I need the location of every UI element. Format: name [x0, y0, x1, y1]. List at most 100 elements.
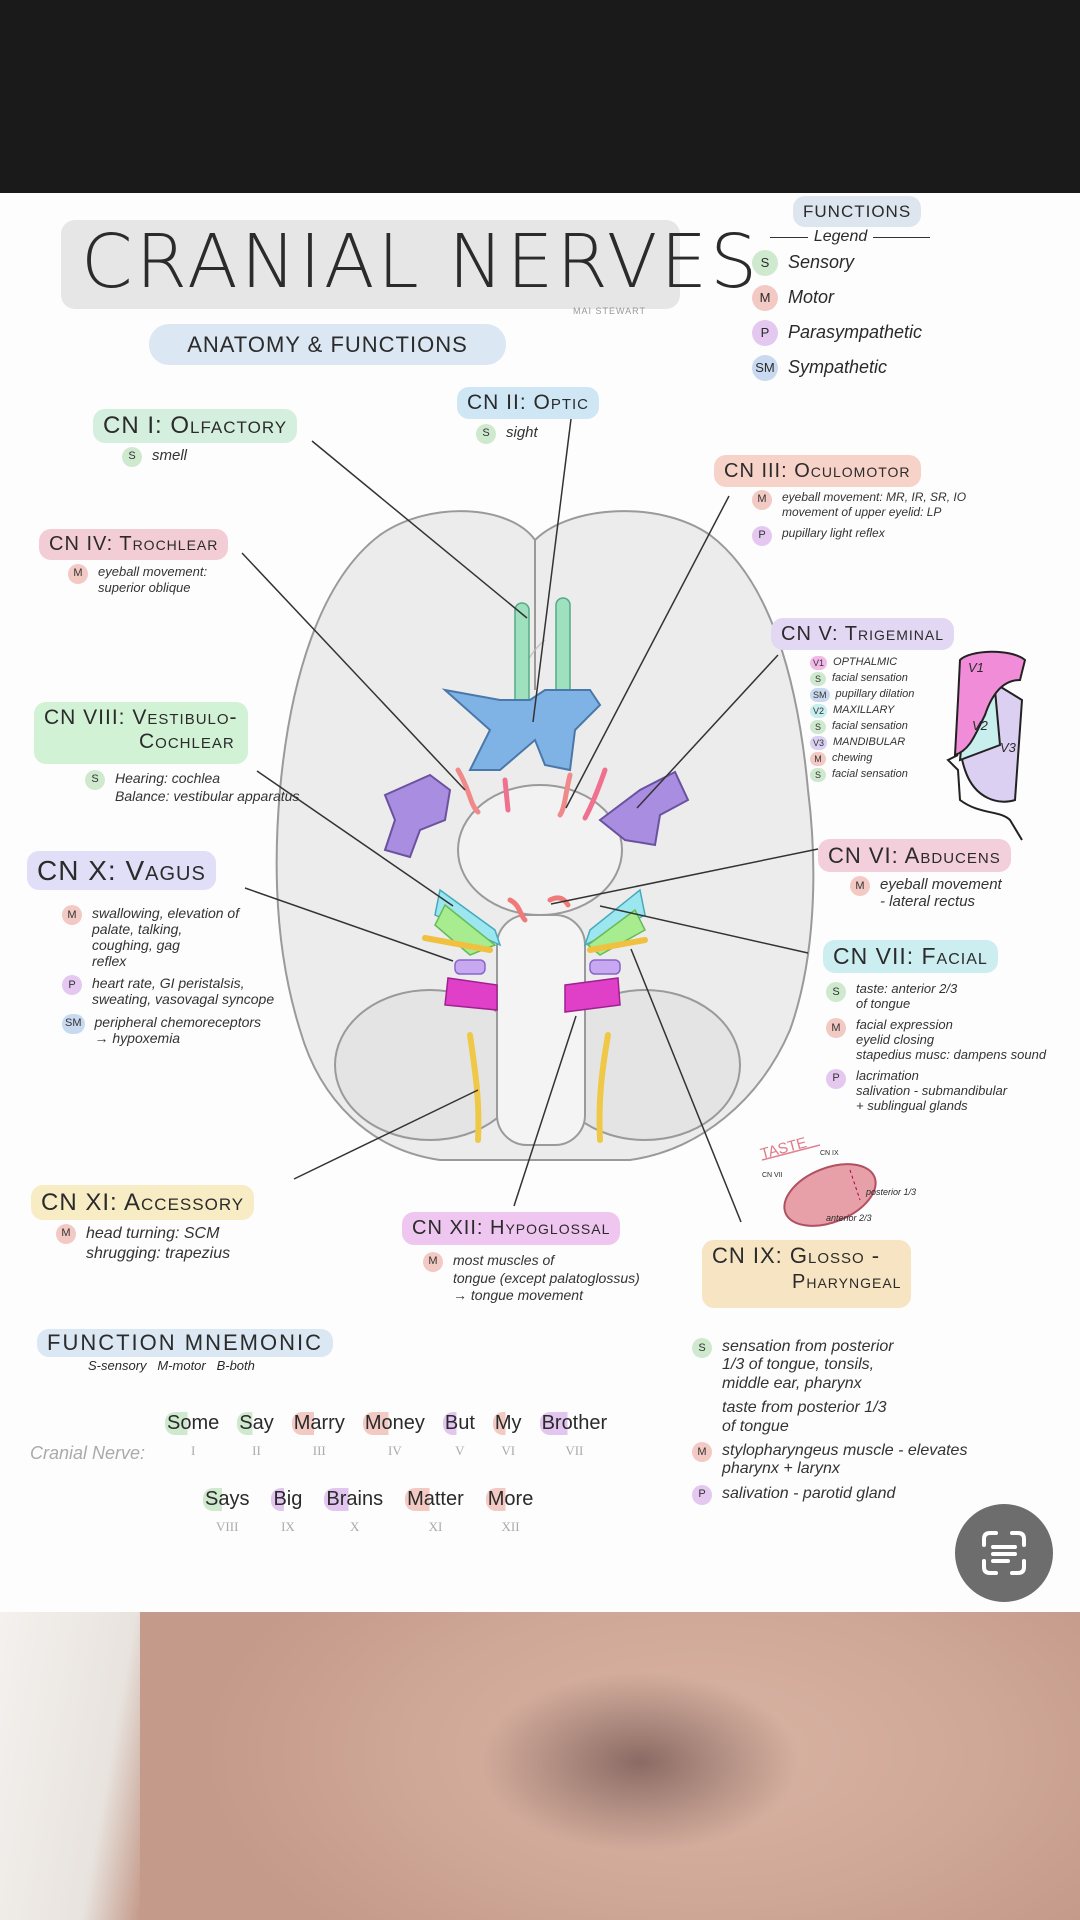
cranial-nerve-numeral: III: [312, 1443, 326, 1458]
note-line: palate, talking,: [92, 921, 183, 938]
function-badge: P: [692, 1484, 712, 1505]
note-line: heart rate, GI peristalsis,: [92, 975, 245, 992]
note-line: sensation from posterior: [722, 1338, 894, 1355]
cn10-heading: CN X: Vagus: [27, 851, 216, 890]
note-line: smell: [152, 447, 188, 464]
function-badge: S: [476, 424, 496, 444]
function-badge: V3: [810, 736, 828, 750]
note-line: eyelid closing: [856, 1031, 935, 1047]
cranial-nerve-numeral: VII: [565, 1443, 584, 1458]
note-line: eyeball movement: MR, IR, SR, IO: [782, 490, 967, 504]
function-badge: S: [810, 768, 826, 782]
cranial-nerve-numeral: IX: [281, 1519, 295, 1534]
note-line: middle ear, pharynx: [722, 1374, 862, 1392]
function-badge: SM: [810, 688, 830, 702]
note-line: pharynx + larynx: [722, 1460, 840, 1478]
legend-label-text: Motor: [788, 287, 835, 307]
note-line: salivation - submandibular: [856, 1082, 1008, 1098]
mnemonic-word: Marry: [291, 1412, 347, 1435]
note-line: stylopharyngeus muscle - elevates: [722, 1441, 968, 1459]
note-text: eyeball movement- lateral rectus: [880, 876, 1002, 911]
note-line: eyeball movement: [880, 876, 1002, 893]
function-badge: M: [56, 1224, 76, 1244]
note-line: facial sensation: [832, 720, 908, 733]
note-line: chewing: [832, 752, 873, 765]
cn5-heading: CN V: Trigeminal: [771, 618, 955, 650]
note-line: pupillary light reflex: [782, 526, 885, 540]
note-line: reflex: [92, 953, 127, 970]
function-badge: M: [810, 752, 826, 766]
note-line: MANDIBULAR: [833, 736, 906, 749]
face-label-v2: V2: [972, 718, 988, 733]
cn4-heading: CN IV: Trochlear: [39, 529, 229, 560]
note-line: most muscles of: [453, 1252, 555, 1268]
function-badge: S: [85, 770, 105, 790]
note-text: salivation - parotid gland: [722, 1485, 895, 1503]
cn11-heading: CN XI: Accessory: [31, 1185, 255, 1220]
taste-cn7-label: CN VII: [762, 1172, 783, 1179]
function-badge: M: [826, 1017, 846, 1038]
note-line: of tongue: [722, 1417, 789, 1435]
lens-button[interactable]: [955, 1504, 1053, 1602]
function-badge: SM: [752, 354, 778, 381]
function-badge: S: [810, 720, 826, 734]
note-line: sweating, vasovagal syncope: [92, 991, 275, 1008]
cranial-nerve-numeral: XI: [428, 1519, 443, 1534]
note-line: + sublingual glands: [856, 1097, 968, 1113]
note-line: head turning: SCM: [86, 1225, 220, 1242]
note-text: facial sensation: [832, 768, 908, 781]
note-line: → hypoxemia: [94, 1029, 181, 1046]
note-line: shrugging: trapezius: [86, 1245, 231, 1262]
cranial-nerve-numeral: VI: [501, 1443, 516, 1458]
google-lens-text-icon: [982, 1531, 1026, 1575]
note-text: eyeball movement:superior oblique: [98, 564, 207, 597]
note-text: peripheral chemoreceptors→ hypoxemia: [95, 1014, 262, 1046]
function-badge: M: [62, 905, 82, 925]
note-item: V3 MANDIBULAR: [810, 736, 914, 750]
taste-posterior-label: posterior 1/3: [866, 1187, 917, 1197]
photo-cloth-area: [0, 1612, 140, 1920]
function-badge: P: [752, 319, 778, 346]
cn6-heading: CN VI: Abducens: [818, 839, 1011, 872]
legend-item-parasympathetic: P Parasympathetic: [752, 315, 922, 350]
function-badge: M: [752, 490, 772, 510]
function-badge: M: [752, 284, 778, 311]
note-line: of tongue: [856, 995, 911, 1011]
note-line: Balance: vestibular apparatus: [115, 787, 300, 804]
legend-label-text: Parasympathetic: [788, 322, 923, 342]
note-text: facial sensation: [832, 672, 908, 685]
note-line: salivation - parotid gland: [722, 1484, 896, 1502]
